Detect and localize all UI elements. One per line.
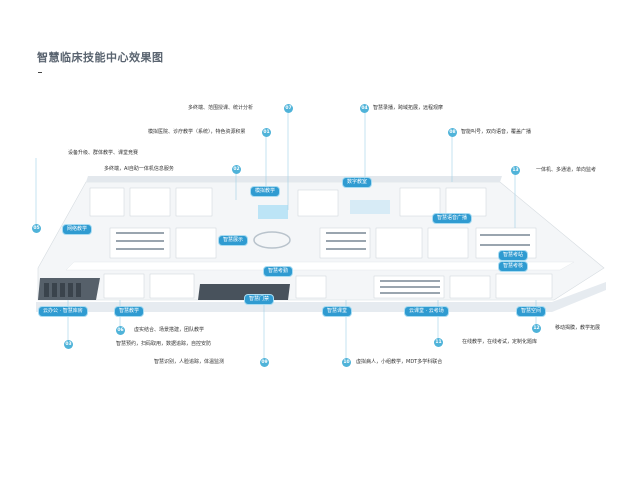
- area-tag: 智慧考站: [498, 250, 529, 261]
- area-tag: 网络教学: [62, 224, 93, 235]
- area-tag: 智慧考核: [498, 261, 529, 272]
- area-tag: 智慧门禁: [244, 294, 275, 305]
- callout-number: 05: [32, 224, 41, 233]
- callout-number: 07: [284, 104, 293, 113]
- area-tag: 智慧教学: [114, 306, 145, 317]
- page-title: 智慧临床技能中心效果图: [37, 51, 164, 64]
- callout-number: 08: [448, 128, 457, 137]
- round-hall: [253, 231, 291, 249]
- callout-text: 智慧预约，扫码取用，数据追踪，自控安防: [116, 341, 212, 347]
- area-tag: 模拟教学: [250, 186, 281, 197]
- callout-number: 12: [532, 324, 541, 333]
- area-tag: 云办公 · 智慧库房: [38, 306, 88, 317]
- callout-number: 10: [342, 358, 351, 367]
- callout-number: 03: [64, 340, 73, 349]
- callout-text: 多终端，AI自助一体机信息服务: [104, 166, 174, 172]
- callout-text: 智能叫号，双向语音，覆盖广播: [461, 129, 532, 135]
- callout-text: 智慧识别，人脸追踪，体温监测: [154, 359, 225, 365]
- callout-text: 多终端、范围授课、统计分析: [188, 105, 254, 111]
- back-wall: [86, 176, 502, 182]
- callout-number: 06: [116, 326, 125, 335]
- callout-text: 智慧录播，跨域拓展，远程观摩: [373, 105, 444, 111]
- area-tag: 数字教室: [342, 177, 373, 188]
- desk-rows: [116, 232, 530, 294]
- callout-text: 设备升级、群体教学、课堂竞赛: [68, 150, 139, 156]
- area-tag: 智慧考勤: [263, 266, 294, 277]
- area-tag: 智慧语音广播: [432, 213, 473, 224]
- area-tag: 智慧展示: [218, 235, 249, 246]
- corridor: [65, 261, 575, 271]
- callout-number: 09: [260, 358, 269, 367]
- floor-shadow: [36, 282, 606, 312]
- room-blocks: [89, 187, 553, 299]
- callout-text: 一体机、多通道，单向监考: [536, 167, 597, 173]
- callout-number: 01: [262, 128, 271, 137]
- callout-number: 02: [232, 165, 241, 174]
- callout-text: 虚拟病人，小组教学，MDT多学科联合: [356, 359, 443, 365]
- callout-text: 虚实结合、场景搭建，团队教学: [134, 327, 205, 333]
- callout-text: 在线教学，在线考试，定制化题库: [462, 339, 538, 345]
- area-tag: 智慧课堂: [322, 306, 353, 317]
- callout-number: 13: [511, 166, 520, 175]
- title-dash: [38, 72, 42, 73]
- callout-text: 移动揭膜，教学拓展: [555, 325, 601, 331]
- callout-number: 11: [434, 338, 443, 347]
- area-tag: 智慧空间: [516, 306, 547, 317]
- callout-number: 04: [360, 104, 369, 113]
- area-tag: 云课堂 · 云考场: [404, 306, 449, 317]
- callout-text: 模拟医院、诊疗教学（系统），特色资源积累: [148, 129, 246, 135]
